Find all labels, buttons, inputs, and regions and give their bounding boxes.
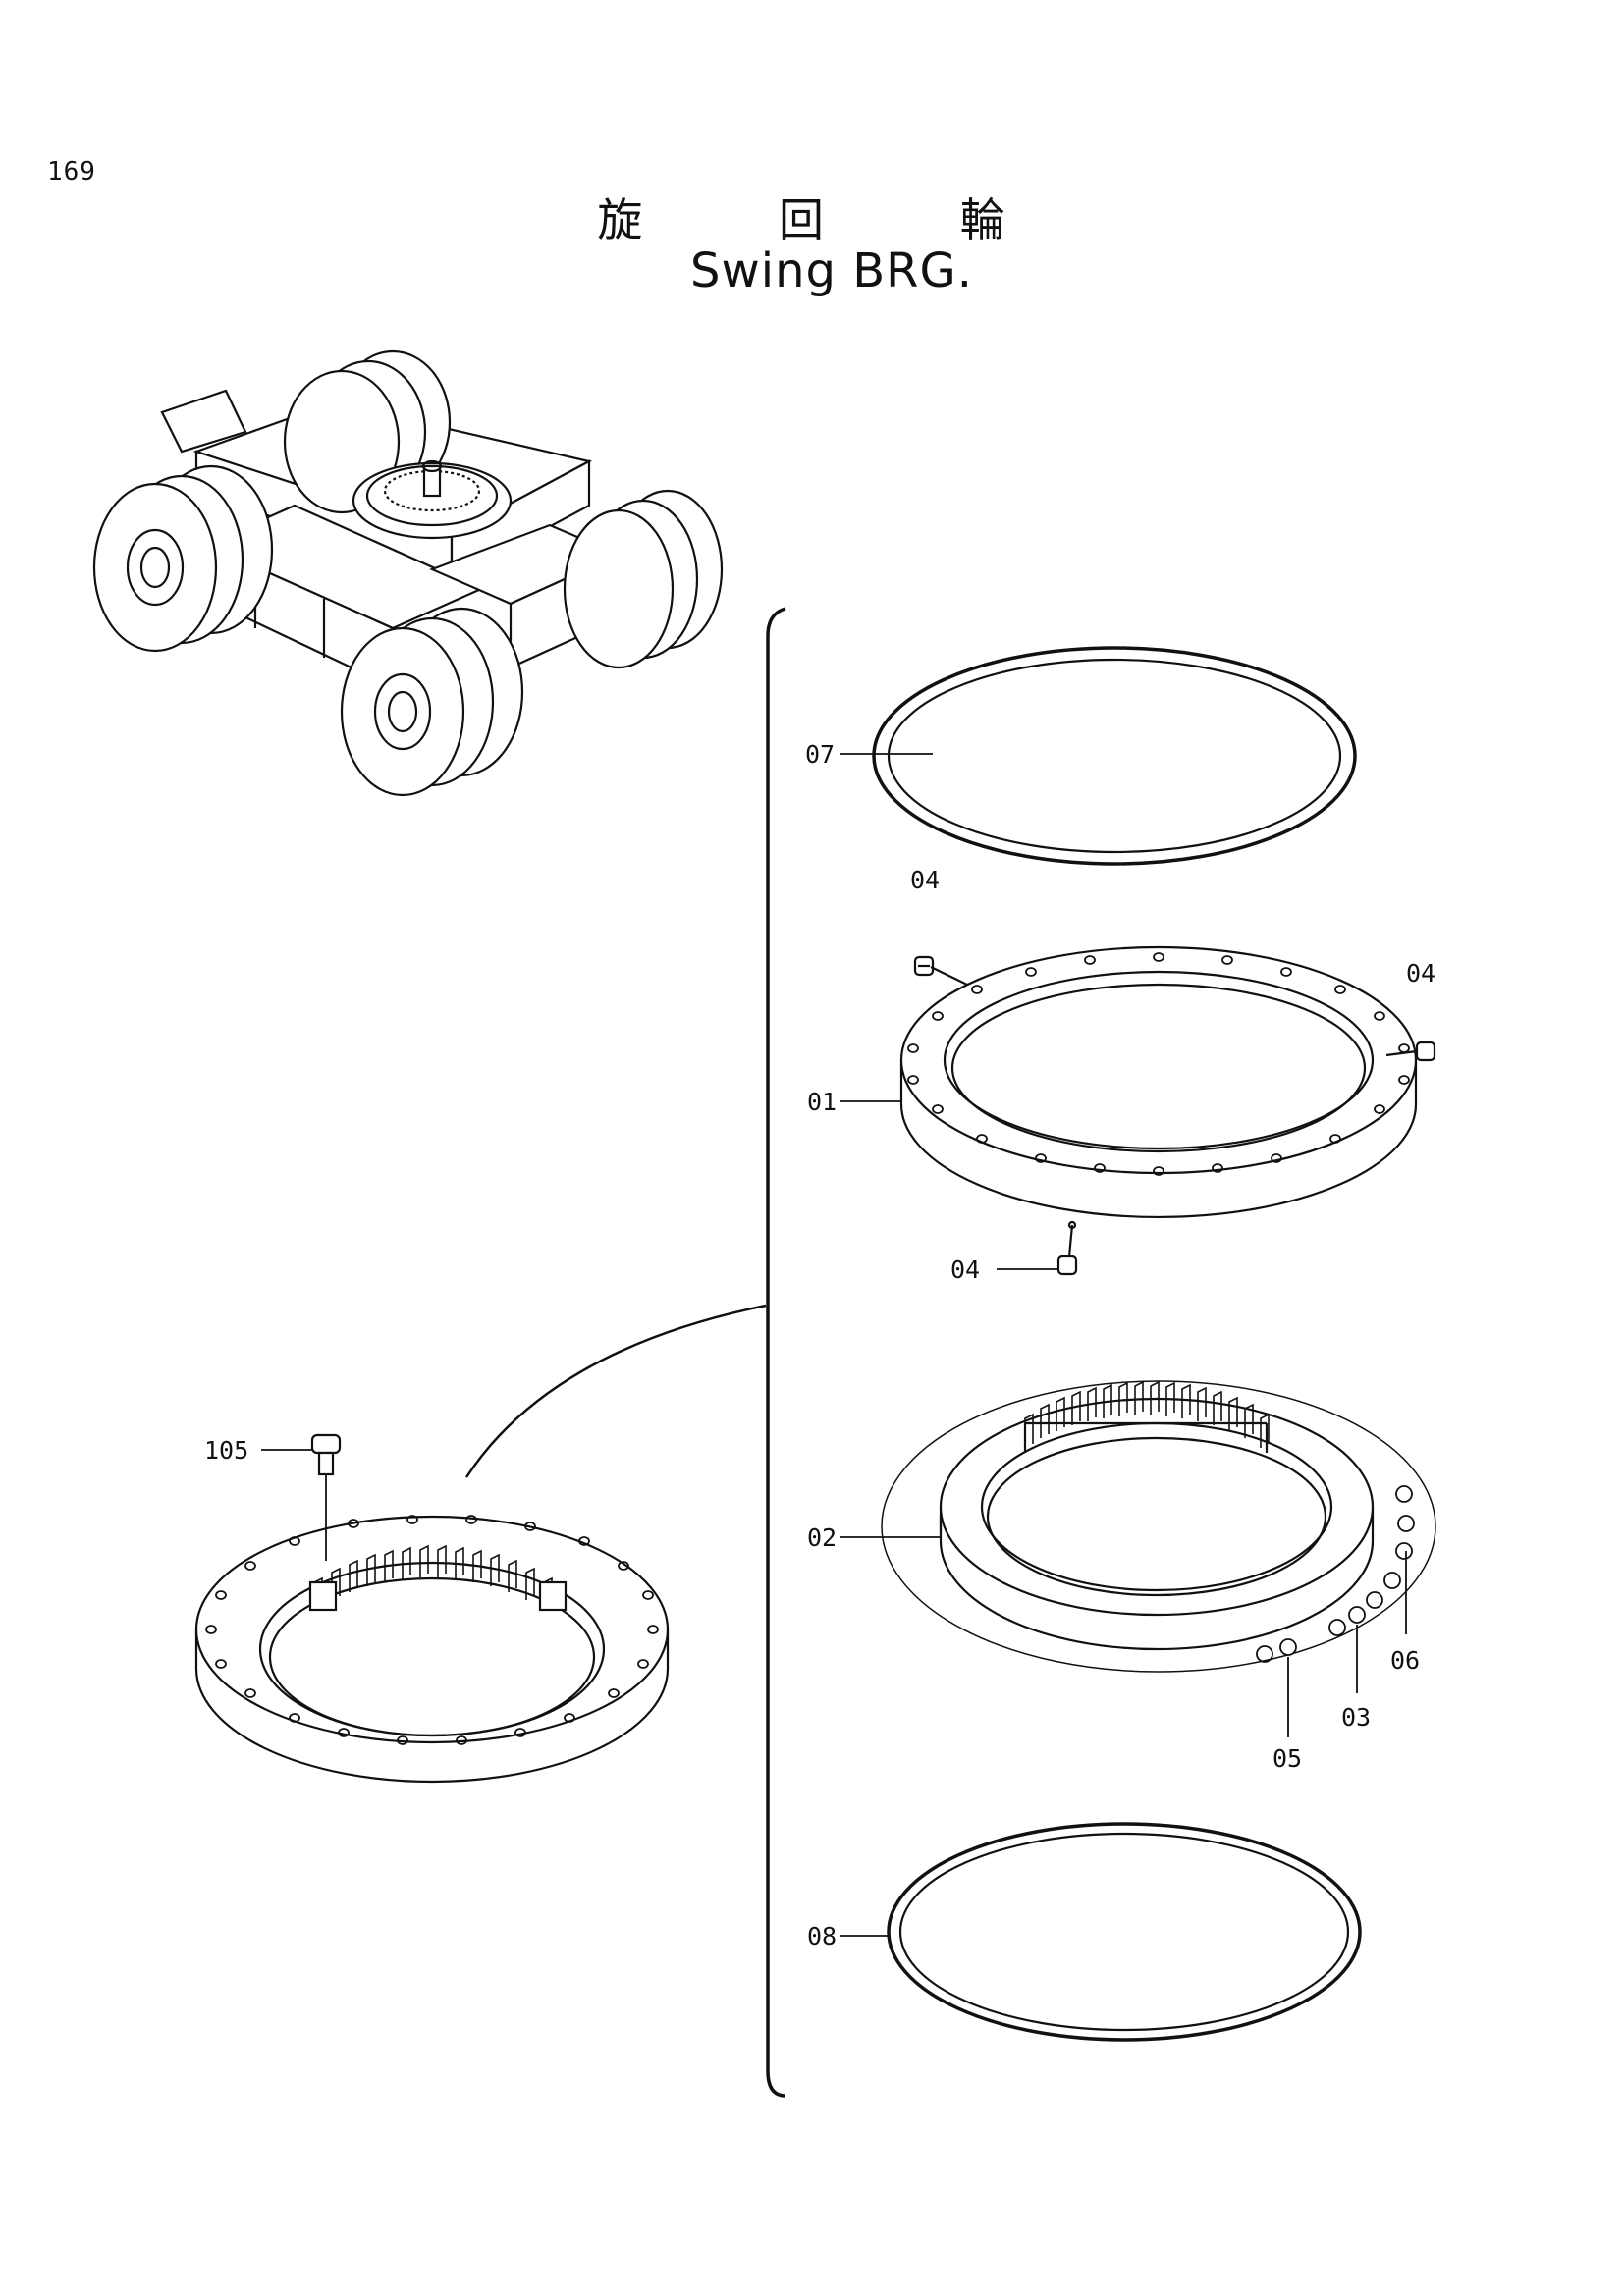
part-08-seal bbox=[887, 1822, 1362, 2042]
callout-105: 105 bbox=[204, 1436, 248, 1465]
callout-05: 05 bbox=[1272, 1744, 1302, 1773]
page-number: 169 bbox=[47, 157, 96, 187]
callout-leaders bbox=[261, 753, 1407, 1937]
undercarriage-illustration bbox=[92, 349, 724, 797]
title-english: Swing BRG. bbox=[690, 243, 973, 298]
assembly-leader-curve bbox=[464, 1304, 767, 1478]
callout-07: 07 bbox=[805, 740, 835, 769]
assembly-bracket bbox=[766, 607, 786, 2098]
callout-02: 02 bbox=[807, 1523, 837, 1552]
callout-04-top: 04 bbox=[910, 866, 940, 894]
callout-08: 08 bbox=[807, 1922, 837, 1950]
inner-ring-gear-teeth bbox=[1024, 1380, 1270, 1448]
wheel-front bbox=[340, 607, 524, 797]
wheel-left bbox=[92, 464, 274, 653]
part-105-assembly bbox=[194, 1433, 670, 1784]
outer-ring-bolt-holes bbox=[907, 952, 1410, 1176]
callout-01: 01 bbox=[807, 1088, 837, 1116]
part-02-inner-ring bbox=[881, 1380, 1436, 1673]
callout-03: 03 bbox=[1341, 1703, 1371, 1732]
title-japanese: 旋 回 輪 bbox=[597, 193, 1066, 246]
part-01-outer-ring bbox=[899, 945, 1418, 1219]
wheel-right bbox=[563, 489, 724, 669]
callout-06: 06 bbox=[1390, 1646, 1420, 1675]
callout-04-right: 04 bbox=[1406, 959, 1435, 988]
part-07-seal bbox=[872, 646, 1357, 866]
part-bearing-balls bbox=[1256, 1485, 1415, 1663]
callout-04-bottom: 04 bbox=[950, 1255, 980, 1284]
part-04-grease-fittings bbox=[913, 955, 1436, 1276]
